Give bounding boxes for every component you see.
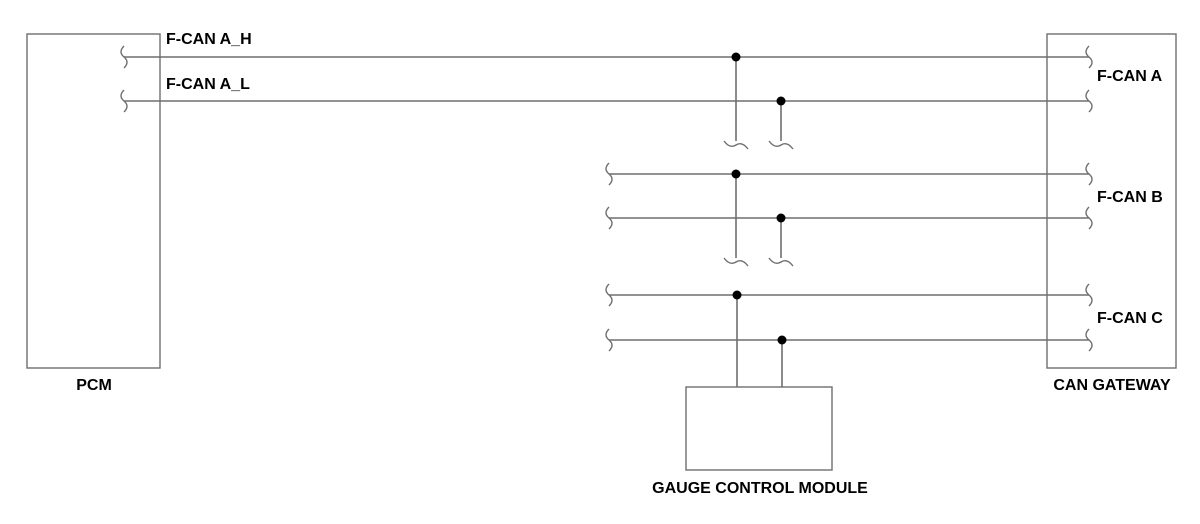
a-low-junction	[776, 96, 786, 106]
b-high-left-break	[605, 162, 613, 186]
a-high-junction	[731, 52, 741, 62]
b-low-break	[768, 257, 794, 267]
b-high-break	[723, 257, 749, 267]
b-high-junction	[731, 169, 741, 179]
c-high-left-break	[605, 283, 613, 307]
a-low-left-break	[120, 89, 128, 113]
a-high-left-break	[120, 45, 128, 69]
can-gateway-box	[1046, 33, 1177, 369]
gauge-control-module-box	[685, 386, 833, 471]
c-high-right-break	[1085, 283, 1093, 307]
wire-label-a-low: F-CAN A_L	[166, 76, 250, 93]
bus-label-b: F-CAN B	[1097, 189, 1163, 206]
wire-label-a-high: F-CAN A_H	[166, 31, 252, 48]
c-high-junction	[732, 290, 742, 300]
c-low-right-break	[1085, 328, 1093, 352]
pcm-box	[26, 33, 161, 369]
b-low-right-break	[1085, 206, 1093, 230]
b-high-right-break	[1085, 162, 1093, 186]
a-low-break	[768, 140, 794, 150]
b-low-junction	[776, 213, 786, 223]
bus-label-a: F-CAN A	[1097, 68, 1163, 85]
module-label-gateway: CAN GATEWAY	[1053, 377, 1171, 394]
c-low-junction	[777, 335, 787, 345]
module-label-pcm: PCM	[76, 377, 112, 394]
a-low-right-break	[1085, 89, 1093, 113]
bus-label-c: F-CAN C	[1097, 310, 1163, 327]
b-low-left-break	[605, 206, 613, 230]
a-high-break	[723, 140, 749, 150]
a-high-right-break	[1085, 45, 1093, 69]
module-label-gauge: GAUGE CONTROL MODULE	[652, 480, 868, 497]
c-low-left-break	[605, 328, 613, 352]
